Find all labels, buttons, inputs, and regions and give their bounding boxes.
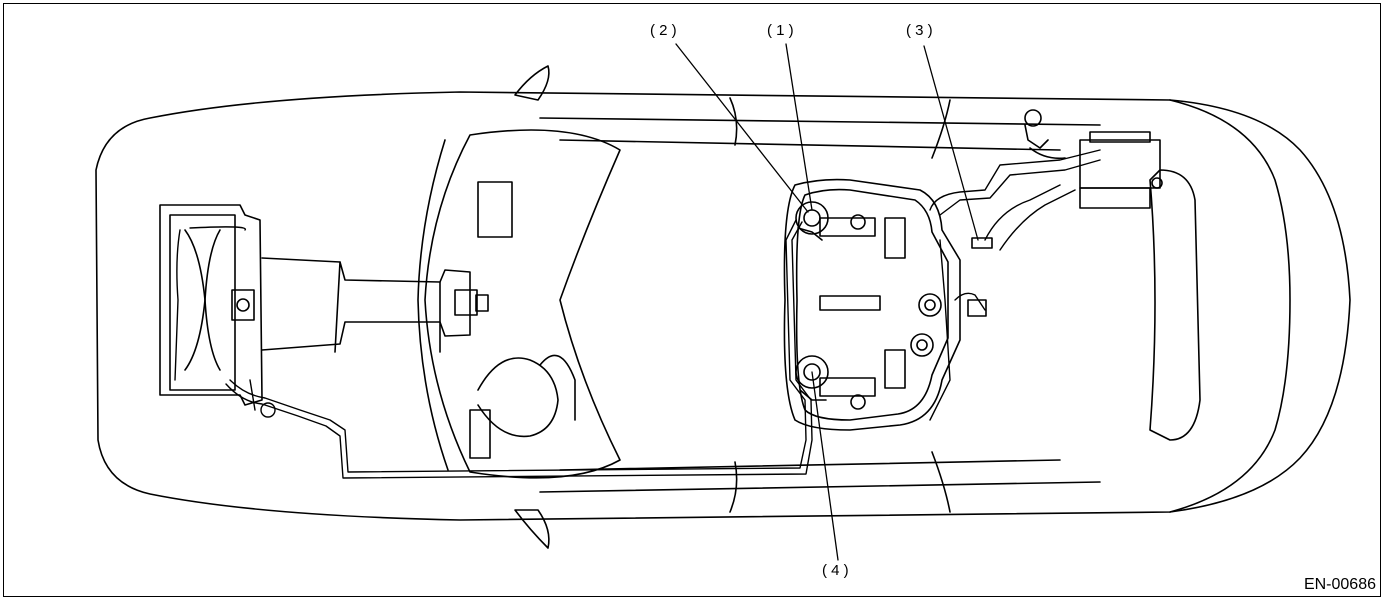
engine-assembly — [159, 204, 489, 406]
callout-1: ( 1 ) — [767, 22, 794, 39]
diagram-frame — [3, 3, 1381, 597]
leader-1 — [785, 43, 813, 211]
fuel-tank — [783, 178, 961, 431]
leader-4 — [811, 371, 839, 561]
fuel-lines — [174, 149, 1101, 479]
callout-3: ( 3 ) — [906, 22, 933, 39]
canister-assembly — [967, 109, 1163, 317]
callout-2: ( 2 ) — [650, 22, 677, 39]
car-body-outline — [95, 65, 1351, 549]
leader-2 — [675, 43, 809, 213]
callout-4: ( 4 ) — [822, 562, 849, 579]
leader-3 — [923, 45, 979, 241]
figure-id: EN-00686 — [1303, 576, 1376, 593]
callout-leaders — [675, 43, 979, 561]
